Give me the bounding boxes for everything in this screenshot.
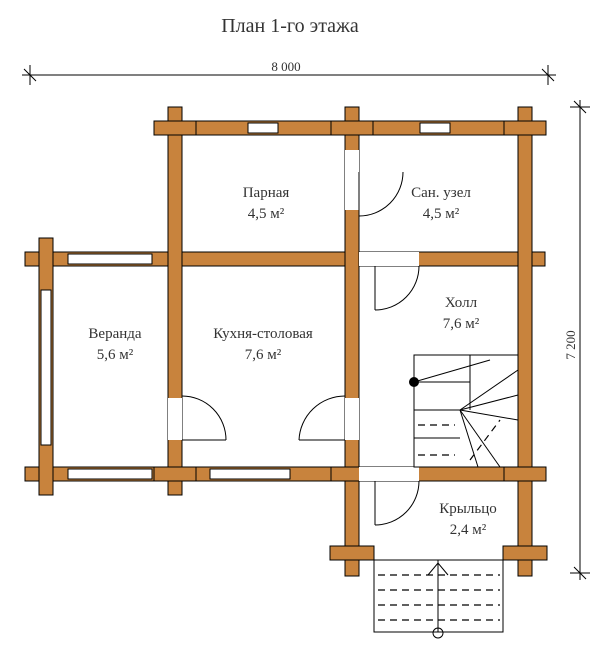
room-area-veranda: 5,6 м²	[97, 347, 134, 363]
room-name-kitchen: Кухня-столовая	[213, 326, 313, 342]
room-area-porch: 2,4 м²	[450, 522, 487, 538]
room-area-hall: 7,6 м²	[443, 316, 480, 332]
height-label: 7 200	[563, 330, 578, 359]
room-name-bathroom: Сан. узел	[411, 185, 471, 201]
room-name-steam: Парная	[243, 185, 290, 201]
door-swings	[181, 171, 420, 526]
plan-title: План 1-го этажа	[221, 15, 359, 37]
room-labels: Парная 4,5 м² Сан. узел 4,5 м² Веранда 5…	[88, 185, 496, 538]
stairs	[409, 354, 519, 468]
room-name-veranda: Веранда	[88, 326, 141, 342]
room-area-kitchen: 7,6 м²	[245, 347, 282, 363]
width-label: 8 000	[271, 59, 300, 74]
height-dimension: 7 200	[563, 100, 590, 580]
room-name-porch: Крыльцо	[439, 501, 496, 517]
room-name-hall: Холл	[445, 295, 478, 311]
porch-steps	[373, 559, 504, 639]
openings	[40, 122, 451, 481]
width-dimension: 8 000	[22, 59, 556, 85]
room-area-bathroom: 4,5 м²	[423, 206, 460, 222]
room-area-steam: 4,5 м²	[248, 206, 285, 222]
